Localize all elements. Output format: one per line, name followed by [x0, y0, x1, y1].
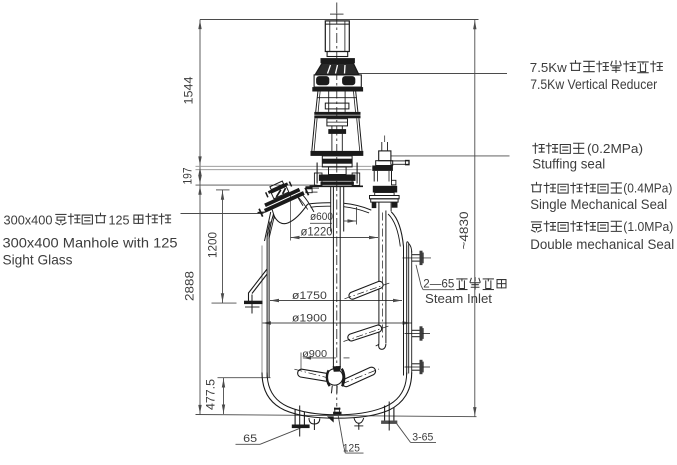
svg-text:ø1750: ø1750 [292, 290, 327, 302]
svg-text:197: 197 [183, 168, 195, 185]
svg-text:ø900: ø900 [302, 348, 327, 360]
svg-text:1200: 1200 [207, 232, 219, 258]
svg-text:125: 125 [109, 213, 130, 228]
svg-text:1544: 1544 [184, 76, 196, 105]
svg-text:7.5Kw Vertical Reducer: 7.5Kw Vertical Reducer [530, 77, 657, 92]
svg-text:ø600: ø600 [310, 211, 333, 223]
svg-text:7.5Kw: 7.5Kw [530, 60, 568, 75]
svg-text:Double mechanical Seal: Double mechanical Seal [530, 237, 674, 252]
svg-text:~4830: ~4830 [459, 212, 471, 250]
svg-text:125: 125 [343, 442, 360, 454]
svg-text:(1.0MPa): (1.0MPa) [623, 220, 673, 234]
svg-text:(0.4MPa): (0.4MPa) [623, 182, 672, 196]
svg-text:300x400 Manhole with 125: 300x400 Manhole with 125 [3, 235, 178, 251]
svg-text:Sight Glass: Sight Glass [3, 252, 73, 268]
svg-text:300x400: 300x400 [4, 213, 53, 228]
svg-text:3-65: 3-65 [412, 431, 433, 443]
svg-text:477.5: 477.5 [206, 379, 218, 410]
svg-text:Steam Inlet: Steam Inlet [425, 291, 492, 306]
svg-text:Stuffing seal: Stuffing seal [532, 157, 605, 172]
svg-text:(0.2MPa): (0.2MPa) [587, 142, 643, 156]
svg-text:2888: 2888 [185, 271, 197, 301]
svg-text:65: 65 [243, 433, 257, 445]
svg-text:Single Mechanical Seal: Single Mechanical Seal [530, 197, 667, 212]
svg-text:ø1900: ø1900 [292, 313, 327, 325]
svg-text:2—65: 2—65 [423, 277, 454, 291]
svg-text:ø1220: ø1220 [301, 227, 333, 239]
